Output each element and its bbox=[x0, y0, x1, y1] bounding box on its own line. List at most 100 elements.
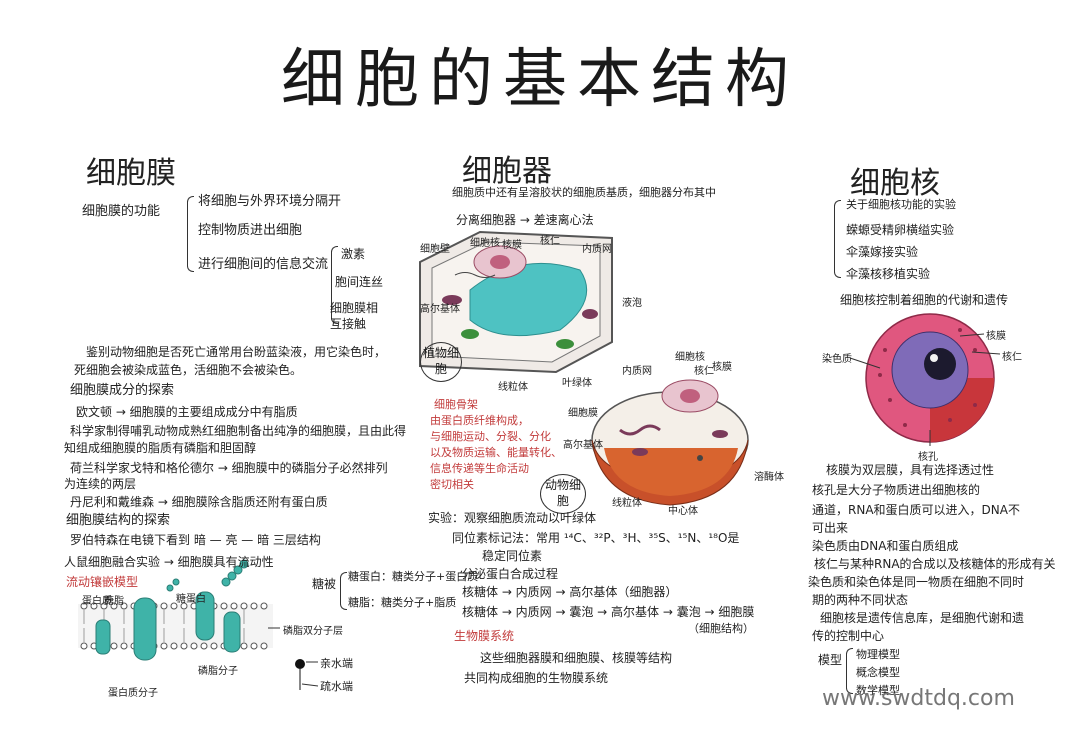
model-bracket bbox=[846, 648, 853, 694]
function-1: 将细胞与外界环境分隔开 bbox=[198, 194, 342, 209]
nucleus-desc-6: 核仁与某种RNA的合成以及核糖体的形成有关 bbox=[814, 557, 1056, 571]
nucleus-desc-3: 通道，RNA和蛋白质可以进入，DNA不 bbox=[812, 503, 1020, 517]
signal-contact-2: 互接触 bbox=[330, 317, 367, 331]
model-conceptual: 概念模型 bbox=[856, 666, 900, 679]
nucleus-desc-4: 可出来 bbox=[812, 521, 849, 535]
plant-label-wall: 细胞壁 bbox=[420, 244, 450, 255]
label-chromatin: 染色质 bbox=[822, 354, 852, 365]
model-title: 细胞膜结构的探索 bbox=[66, 513, 171, 528]
explore-line-5: 为连续的两层 bbox=[64, 477, 137, 491]
hydrophobic-label: 疏水端 bbox=[320, 680, 353, 693]
label-protein-molecule: 蛋白质分子 bbox=[108, 688, 158, 699]
explore-line-4: 荷兰科学家戈特和格伦德尔 → 细胞膜中的磷脂分子必然排列 bbox=[70, 461, 388, 475]
plant-label-nucleolus: 核仁 bbox=[540, 236, 560, 247]
animal-label-mitochondria: 线粒体 bbox=[612, 498, 642, 509]
watermark: www.swdtdq.com bbox=[822, 686, 1015, 711]
plant-label-golgi: 高尔基体 bbox=[420, 304, 460, 315]
plant-cell-label: 植物细胞 bbox=[420, 342, 462, 382]
animal-label-golgi: 高尔基体 bbox=[563, 440, 603, 451]
nucleus-desc-10: 传的控制中心 bbox=[812, 629, 885, 643]
model-label: 模型 bbox=[818, 653, 843, 667]
explore-line-3: 知组成细胞膜的脂质有磷脂和胆固醇 bbox=[64, 441, 257, 455]
fluid-mosaic-diagram bbox=[78, 559, 280, 661]
secretion-path-note: （细胞结构） bbox=[688, 622, 754, 635]
membrane-heading: 细胞膜 bbox=[86, 156, 176, 191]
label-glycolipid: 糖脂 bbox=[104, 596, 124, 607]
plant-cell-drawing bbox=[419, 230, 613, 374]
nucleus-desc-5: 染色质由DNA和蛋白质组成 bbox=[812, 539, 959, 553]
signal-contact-1: 细胞膜相 bbox=[330, 301, 379, 315]
label-bilayer: 磷脂双分子层 bbox=[283, 626, 343, 637]
model-physical: 物理模型 bbox=[856, 648, 900, 661]
plant-label-er: 内质网 bbox=[582, 244, 612, 255]
sugar-item-1: 糖蛋白：糖类分子+蛋白质 bbox=[348, 570, 479, 583]
secretion-path-2: 核糖体 → 内质网 → 囊泡 → 高尔基体 → 囊泡 → 细胞膜 bbox=[462, 605, 755, 619]
label-nucleolus: 核仁 bbox=[1002, 352, 1022, 363]
animal-label-nucleus: 细胞核 bbox=[675, 352, 705, 363]
signal-hormone: 激素 bbox=[341, 247, 366, 261]
hydrophilic-label: 亲水端 bbox=[320, 657, 353, 670]
plant-label-nucleus: 细胞核 bbox=[470, 238, 500, 249]
nucleus-desc-9: 细胞核是遗传信息库，是细胞代谢和遗 bbox=[820, 611, 1025, 625]
explore-title: 细胞膜成分的探索 bbox=[70, 383, 175, 398]
nucleus-desc-2: 核孔是大分子物质进出细胞核的 bbox=[812, 483, 981, 497]
plant-label-vacuole: 液泡 bbox=[622, 298, 642, 309]
cytoskeleton-line-5: 密切相关 bbox=[430, 478, 474, 491]
nucleus-desc-8: 期的两种不同状态 bbox=[812, 593, 909, 607]
animal-label-nuclear-membrane: 核膜 bbox=[712, 362, 732, 373]
plant-label-mitochondria: 线粒体 bbox=[498, 382, 528, 393]
nucleus-drawing bbox=[849, 313, 1001, 446]
animal-label-nucleolus: 核仁 bbox=[694, 366, 714, 377]
organelle-intro: 细胞质中还有呈溶胶状的细胞质基质，细胞器分布其中 bbox=[452, 186, 716, 199]
study-title: 关于细胞核功能的实验 bbox=[846, 198, 956, 211]
cytoskeleton-line-2: 与细胞运动、分裂、分化 bbox=[430, 430, 551, 443]
label-nuclear-pore: 核孔 bbox=[918, 452, 938, 463]
fusion-line: 人鼠细胞融合实验 → 细胞膜具有流动性 bbox=[64, 555, 274, 569]
function-bracket bbox=[187, 196, 194, 272]
mosaic-title: 流动镶嵌模型 bbox=[66, 575, 139, 589]
label-protein: 蛋白质 bbox=[82, 596, 112, 607]
label-phospholipid: 磷脂分子 bbox=[198, 666, 238, 677]
phospholipid-legend bbox=[295, 659, 319, 690]
dye-line-2: 死细胞会被染成蓝色，活细胞不会被染色。 bbox=[74, 363, 303, 377]
sugar-bracket bbox=[340, 572, 347, 610]
model-mathematical: 数学模型 bbox=[856, 684, 900, 697]
study-3: 伞藻核移植实验 bbox=[846, 267, 931, 281]
biomembrane-line-2: 共同构成细胞的生物膜系统 bbox=[464, 671, 609, 685]
page-title: 细胞的基本结构 bbox=[281, 43, 799, 117]
signal-bracket bbox=[331, 246, 338, 324]
dye-line-1: 鉴别动物细胞是否死亡通常用台盼蓝染液，用它染色时， bbox=[86, 345, 387, 359]
sugar-item-2: 糖脂：糖类分子+脂质 bbox=[348, 596, 457, 609]
isotope-line-2: 稳定同位素 bbox=[482, 549, 543, 563]
signal-plasmodesmata: 胞间连丝 bbox=[335, 275, 384, 289]
function-2: 控制物质进出细胞 bbox=[198, 223, 303, 238]
sugar-coat-label: 糖被 bbox=[312, 577, 337, 591]
animal-label-lysosome: 溶酶体 bbox=[754, 472, 784, 483]
study-2: 伞藻嫁接实验 bbox=[846, 245, 919, 259]
plant-label-nuclear-membrane: 核膜 bbox=[502, 240, 522, 251]
model-line: 罗伯特森在电镜下看到 暗 — 亮 — 暗 三层结构 bbox=[70, 533, 321, 547]
cytoskeleton-line-1: 由蛋白质纤维构成， bbox=[430, 414, 529, 427]
secretion-title: 分泌蛋白合成过程 bbox=[462, 567, 559, 581]
function-3: 进行细胞间的信息交流 bbox=[198, 257, 329, 272]
plant-label-chloroplast: 叶绿体 bbox=[562, 378, 592, 389]
cytoskeleton-line-4: 信息传递等生命活动 bbox=[430, 462, 529, 475]
biomembrane-title: 生物膜系统 bbox=[454, 629, 515, 643]
organelle-heading: 细胞器 bbox=[462, 154, 552, 189]
study-1: 蝾螈受精卵横缢实验 bbox=[846, 223, 955, 237]
nucleus-desc-7: 染色质和染色体是同一物质在细胞不同时 bbox=[808, 575, 1025, 589]
animal-label-centrosome: 中心体 bbox=[668, 506, 698, 517]
secretion-path-1: 核糖体 → 内质网 → 高尔基体（细胞器） bbox=[462, 585, 678, 599]
animal-cell-drawing bbox=[591, 379, 749, 506]
animal-cell-label: 动物细胞 bbox=[540, 474, 586, 514]
nucleus-heading: 细胞核 bbox=[850, 166, 940, 201]
membrane-function-label: 细胞膜的功能 bbox=[82, 204, 161, 219]
explore-line-6: 丹尼利和戴维森 → 细胞膜除含脂质还附有蛋白质 bbox=[70, 495, 328, 509]
label-nuclear-membrane: 核膜 bbox=[986, 331, 1006, 342]
study-bracket bbox=[834, 200, 841, 278]
label-glycoprotein: 糖蛋白 bbox=[176, 594, 206, 605]
nucleus-desc-1: 核膜为双层膜，具有选择透过性 bbox=[826, 463, 995, 477]
explore-line-1: 欧文顿 → 细胞膜的主要组成成分中有脂质 bbox=[76, 405, 298, 419]
nucleus-control: 细胞核控制着细胞的代谢和遗传 bbox=[840, 293, 1009, 307]
